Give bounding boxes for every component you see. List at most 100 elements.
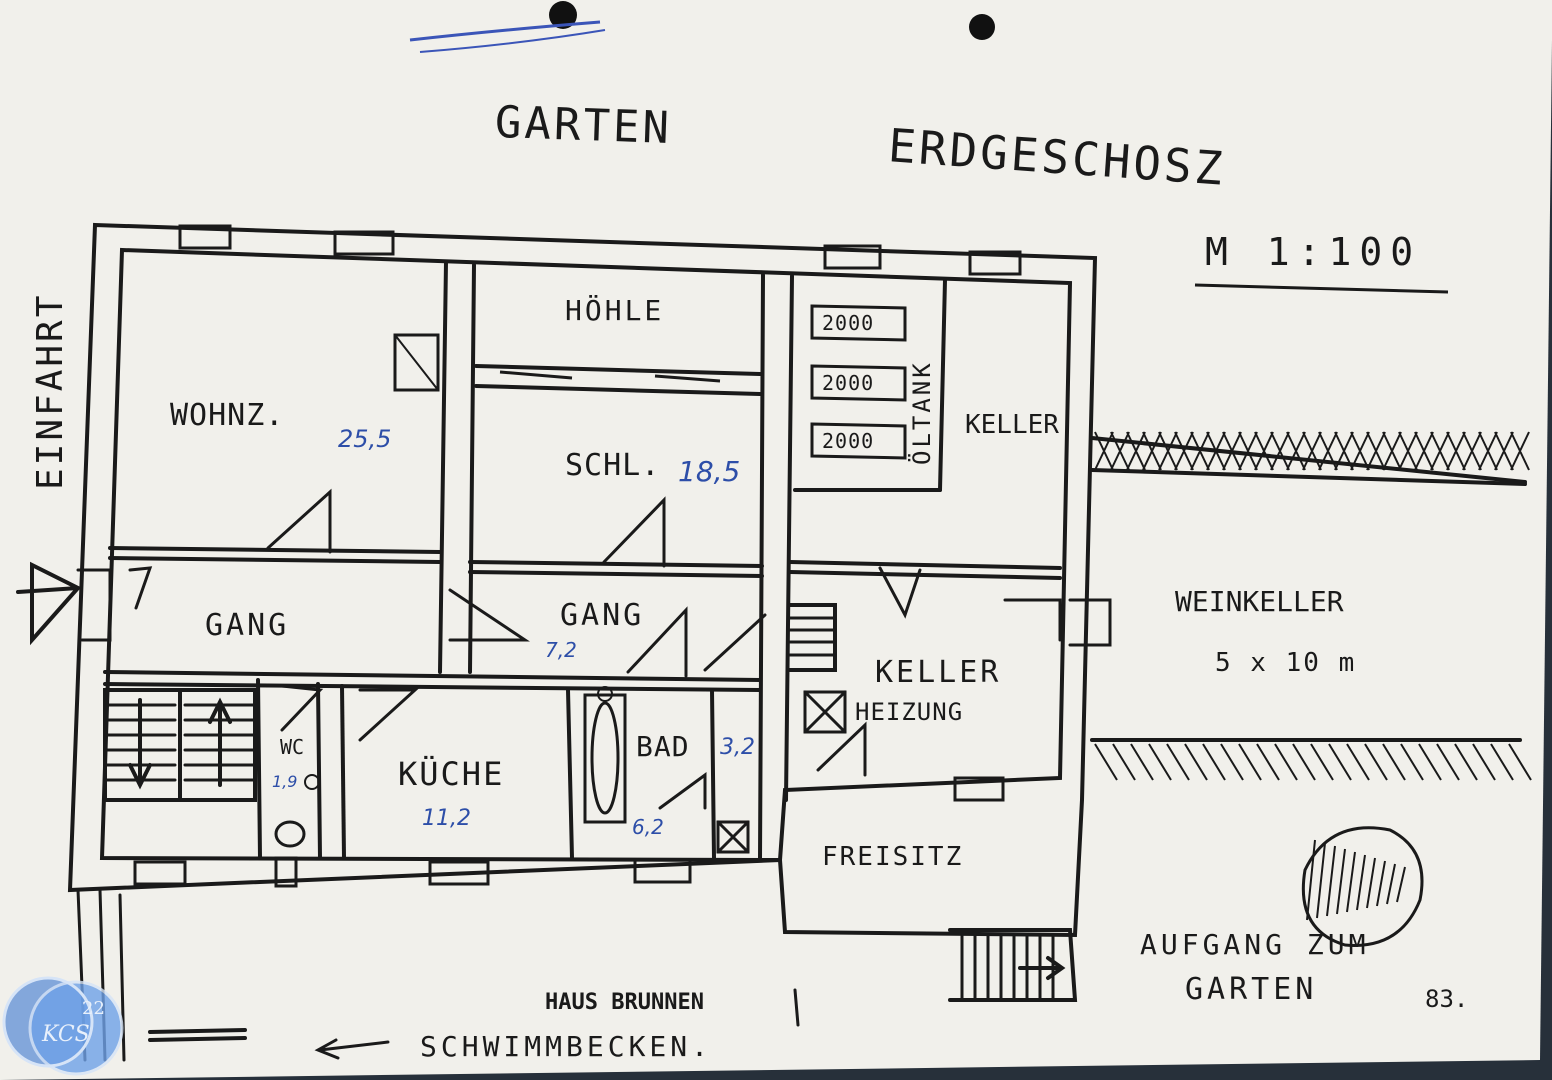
hatch-circle [1306, 839, 1406, 921]
label-weinkeller-size: 5 x 10 m [1215, 648, 1357, 678]
outer-wall [67, 222, 1098, 938]
wall-h1 [108, 546, 442, 554]
label-gang-left: GANG [205, 608, 290, 643]
window-7 [633, 858, 692, 884]
door-weinkeller [1003, 598, 1062, 642]
wall-bad-right [710, 688, 716, 860]
wall-wc-left [256, 678, 262, 860]
stair-middle [788, 603, 837, 672]
pool-edge [148, 1028, 247, 1042]
chimney-cross [394, 334, 439, 391]
label-gang-mid-area: 7,2 [545, 638, 577, 662]
label-kueche: KÜCHE [398, 755, 505, 793]
label-garten: GARTEN [494, 96, 673, 155]
door-gang-mid [626, 606, 688, 678]
wall-h3 [788, 560, 1062, 570]
window-hoehle-2 [654, 374, 721, 383]
entrance-post [76, 568, 112, 642]
stair-garden [948, 928, 1078, 1002]
signature-year: 83. [1425, 985, 1469, 1013]
bathtub-inner [590, 701, 620, 815]
arrow-down [128, 698, 152, 790]
window-9 [274, 856, 298, 888]
bad-box [716, 820, 750, 854]
punch-hole-left [549, 1, 577, 29]
window-2 [333, 230, 395, 256]
wall-h2 [468, 560, 764, 568]
tank-3-value: 2000 [822, 429, 875, 453]
stair-middle-steps [788, 616, 837, 657]
window-hoehle-1 [499, 370, 573, 380]
label-kueche-area: 11,2 [422, 806, 471, 831]
blue-scribble [409, 20, 601, 42]
label-wohnz-area: 25,5 [338, 425, 392, 453]
wall-v2b [784, 274, 794, 802]
door-wohnz [266, 488, 332, 554]
punch-hole-right [969, 14, 995, 40]
watermark-logo [2, 976, 124, 1076]
wall-tank [938, 278, 947, 492]
door-heizung [816, 721, 867, 777]
label-keller-heizung: KELLER [875, 655, 1002, 690]
arrow-up [208, 697, 232, 787]
hatch-bottom [1094, 743, 1532, 781]
blue-scribble-2 [419, 29, 606, 53]
oil-tank-2 [810, 364, 907, 402]
door-kueche [358, 688, 419, 742]
toilet [274, 820, 306, 848]
stair-garden-arrow [1018, 956, 1066, 980]
door-gang [448, 588, 530, 642]
label-schl: SCHL. [565, 448, 661, 483]
tank-2-value: 2000 [822, 371, 875, 395]
window-3 [823, 244, 882, 270]
window-5 [133, 860, 187, 886]
wall-kueche-left [340, 684, 346, 860]
door-schl [602, 496, 666, 568]
wc-sink [304, 774, 320, 790]
oil-tank-3 [810, 422, 907, 460]
label-brunnen: HAUS BRUNNEN [545, 990, 704, 1015]
label-aufgang-1: AUFGANG ZUM [1140, 928, 1370, 961]
tank-1-value: 2000 [822, 311, 875, 335]
door-bad [658, 772, 707, 810]
label-keller-top: KELLER [965, 410, 1059, 440]
wall-h4 [103, 670, 762, 682]
label-schl-area: 18,5 [678, 455, 741, 488]
label-gang-mid: GANG [560, 598, 645, 633]
hatch-top [1094, 431, 1530, 471]
bathtub-drain [597, 686, 613, 702]
wall-h4b [103, 682, 762, 692]
wall-v1 [438, 260, 448, 674]
door-keller [878, 566, 922, 619]
wall-hoehle-b [474, 384, 762, 396]
window-1 [178, 224, 232, 250]
window-4 [968, 250, 1022, 276]
label-bad-area-2: 6,2 [632, 815, 664, 839]
door-entrance [128, 566, 153, 610]
scale-underline [1194, 283, 1449, 294]
watermark-number: 22 [82, 998, 105, 1019]
wall-wc-right [316, 682, 322, 860]
label-wc-area: 1,9 [272, 772, 298, 791]
wall-hoehle [474, 364, 762, 376]
pool-arrow [314, 1038, 390, 1060]
window-6 [428, 860, 490, 886]
weinkeller-top-line-b [1090, 468, 1527, 486]
oil-tank-1 [810, 304, 907, 342]
watermark-initials: KCS [42, 1022, 90, 1047]
garden-stairs-circle [1301, 826, 1424, 947]
wall-h2b [468, 570, 764, 578]
wall-bad-left [566, 688, 574, 860]
label-schwimmbecken: SCHWIMMBECKEN. [420, 1030, 713, 1063]
label-heizung: HEIZUNG [855, 698, 964, 726]
stair-left [103, 688, 257, 802]
label-oeltank: ÖLTANK [908, 360, 936, 465]
wall-h3b [788, 570, 1062, 580]
label-bad: BAD [636, 730, 690, 763]
brunnen-stroke [793, 988, 800, 1027]
window-8 [953, 776, 1005, 802]
entrance-arrow [16, 561, 82, 646]
wall-h1b [108, 556, 442, 564]
